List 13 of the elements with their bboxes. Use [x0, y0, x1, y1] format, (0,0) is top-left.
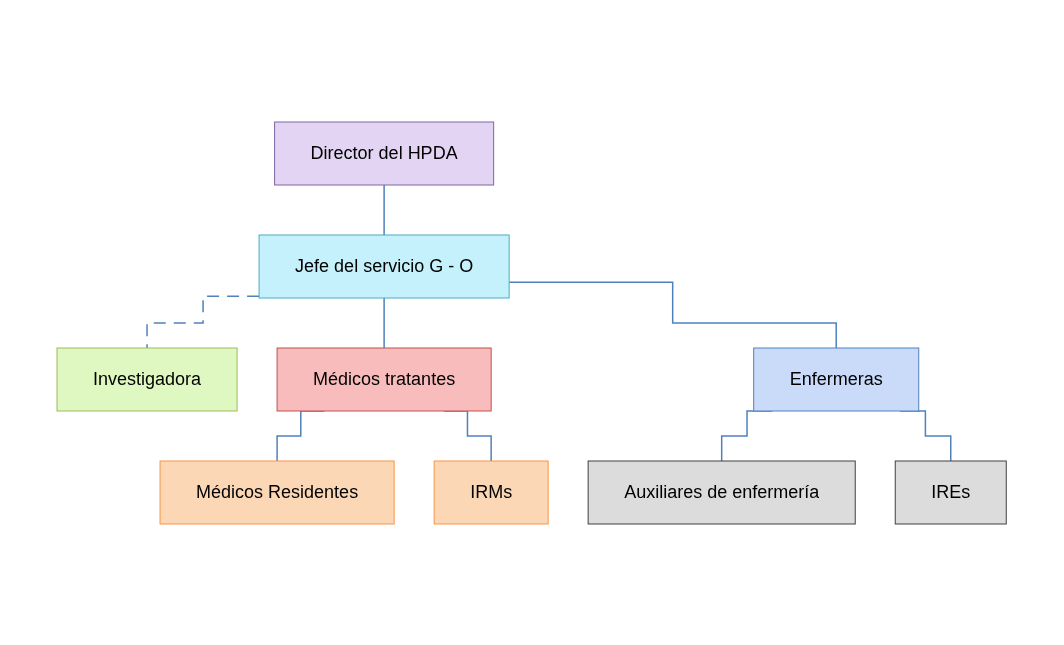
- node-box: Médicos tratantes: [276, 347, 493, 411]
- node-box: Enfermeras: [753, 347, 920, 411]
- connector: [508, 280, 838, 349]
- node-box: Auxiliares de enfermería: [588, 460, 857, 524]
- node-box: IRMs: [434, 460, 549, 524]
- connector: [383, 183, 386, 236]
- node-box: Jefe del servicio G - O: [258, 234, 510, 298]
- node-box: Director del HPDA: [274, 121, 495, 185]
- node-box: Investigadora: [56, 347, 238, 411]
- connector: [383, 296, 386, 349]
- node-box: IREs: [895, 460, 1008, 524]
- node-box: Médicos Residentes: [159, 460, 395, 524]
- connector: [146, 295, 261, 349]
